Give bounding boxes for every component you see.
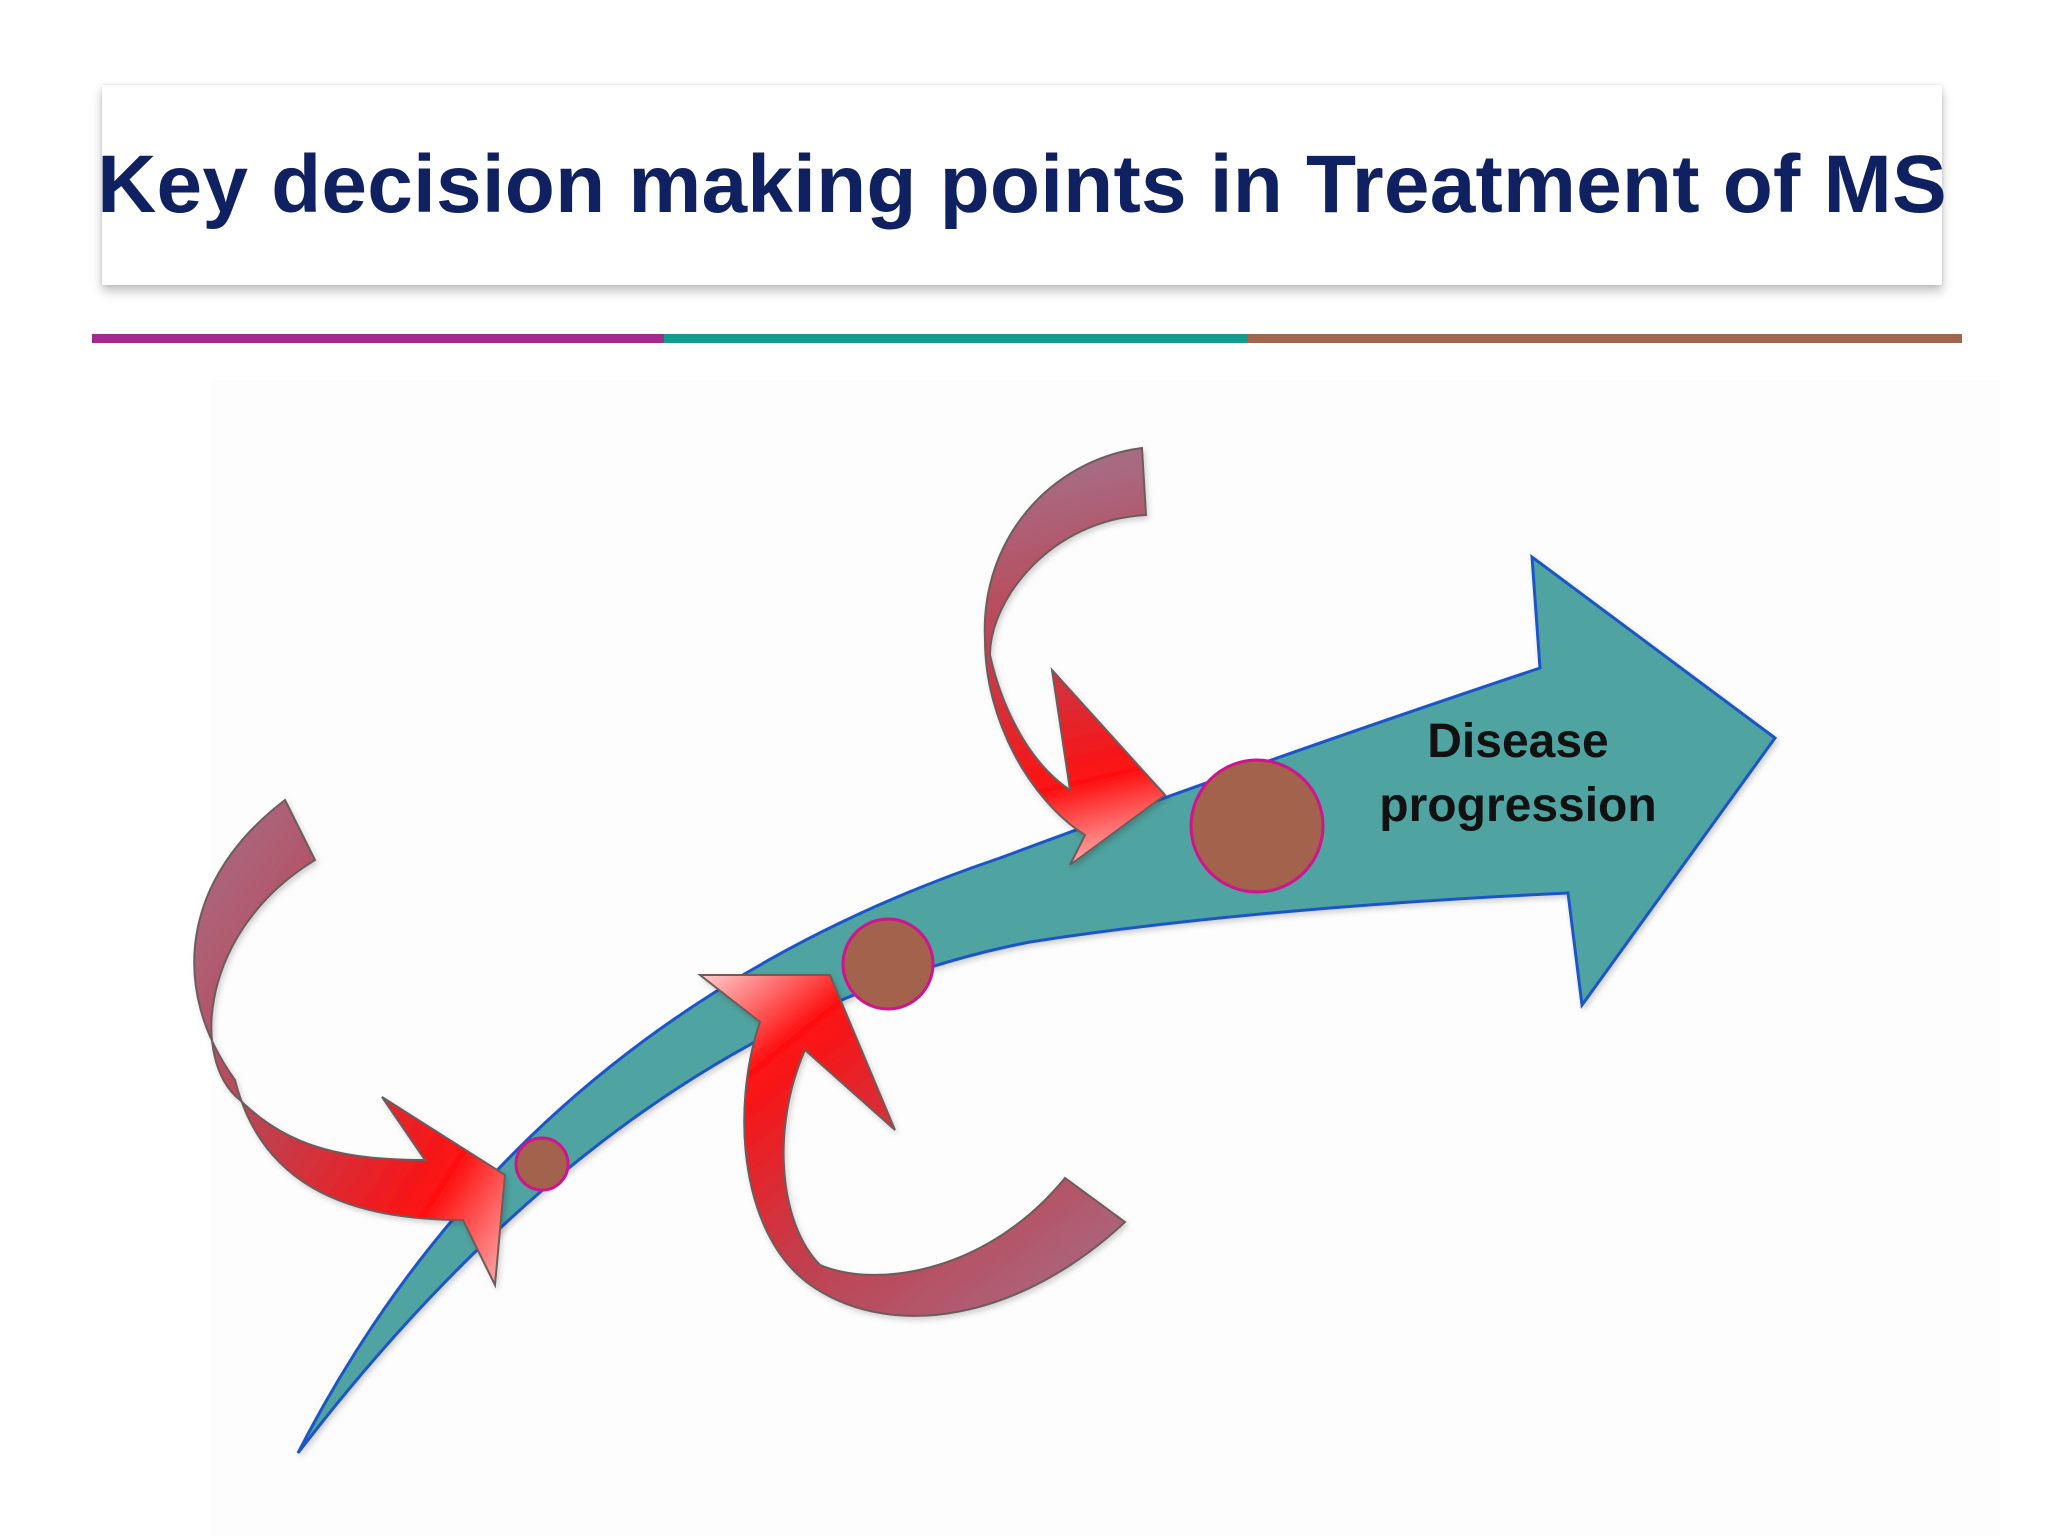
curved-arrow-1 xyxy=(193,798,507,1289)
title-box: Key decision making points in Treatment … xyxy=(97,85,1947,285)
divider-segment-teal xyxy=(664,334,1248,343)
page-title: Key decision making points in Treatment … xyxy=(97,139,1947,230)
diagram-background xyxy=(210,380,2000,1536)
divider-segment-brown xyxy=(1248,334,1962,343)
curved-arrow-2 xyxy=(697,974,1127,1317)
arrow-label-disease: Disease xyxy=(1427,715,1608,768)
decision-point-large xyxy=(1189,758,1325,894)
divider-segment-magenta xyxy=(92,334,664,343)
main-progression-arrow xyxy=(296,553,1778,1454)
decision-point-medium xyxy=(841,917,935,1011)
decision-point-small xyxy=(514,1136,570,1192)
curved-arrow-3 xyxy=(983,446,1167,866)
arrow-label-progression: progression xyxy=(1379,779,1656,832)
color-divider xyxy=(92,334,1962,343)
